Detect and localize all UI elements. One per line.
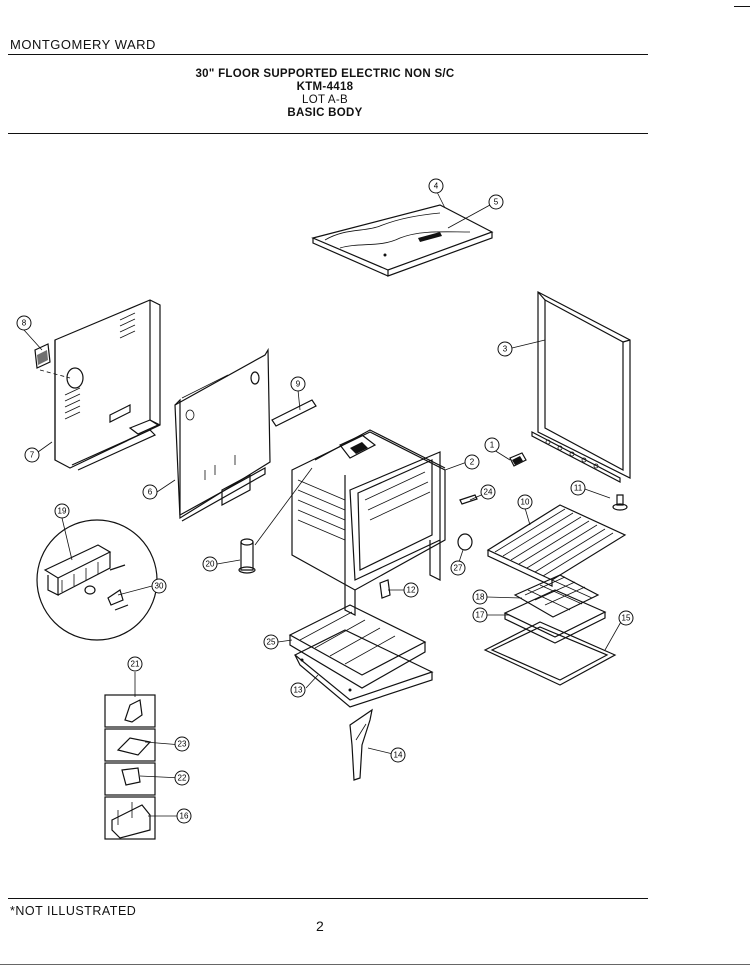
callout-2: 2 (464, 454, 480, 470)
callout-20: 20 (202, 556, 218, 572)
callout-25: 25 (263, 634, 279, 650)
cooktop-top (311, 204, 494, 277)
svg-text:21: 21 (131, 660, 140, 669)
hinge-pin (459, 494, 478, 505)
callout-11: 11 (570, 480, 586, 496)
corner-mark (734, 6, 750, 8)
callout-6: 6 (142, 484, 158, 500)
callout-23: 23 (174, 736, 190, 752)
header-rule-top (8, 54, 648, 56)
callout-7: 7 (24, 447, 40, 463)
model-number: KTM-4418 (296, 81, 354, 93)
callout-27: 27 (450, 560, 466, 576)
svg-text:9: 9 (296, 380, 301, 389)
broiler-grid (513, 574, 600, 618)
diagram-title: 30" FLOOR SUPPORTED ELECTRIC NON S/C (195, 68, 455, 80)
bracket-8 (34, 343, 51, 369)
callout-8: 8 (16, 315, 32, 331)
svg-text:14: 14 (394, 751, 403, 760)
svg-text:11: 11 (574, 484, 583, 493)
svg-text:12: 12 (407, 586, 416, 595)
svg-text:16: 16 (180, 812, 189, 821)
svg-text:23: 23 (178, 740, 187, 749)
knob (457, 533, 473, 551)
header-rule-bottom (8, 133, 648, 135)
callout-13: 13 (290, 682, 306, 698)
callout-19: 19 (54, 503, 70, 519)
svg-text:22: 22 (178, 774, 187, 783)
drawer-base (293, 629, 434, 708)
callout-16: 16 (176, 808, 192, 824)
callout-15: 15 (618, 610, 634, 626)
svg-text:25: 25 (267, 638, 276, 647)
oven-rack (486, 504, 627, 587)
side-panel (531, 291, 631, 483)
drawer-liner (288, 604, 427, 689)
footer-rule (8, 898, 648, 900)
callout-1: 1 (484, 437, 500, 453)
svg-text:13: 13 (294, 686, 303, 695)
callout-18: 18 (472, 589, 488, 605)
svg-text:4: 4 (434, 182, 439, 191)
drip-tray (483, 621, 617, 686)
leveling-leg (612, 494, 628, 511)
footnote: *NOT ILLUSTRATED (10, 904, 137, 918)
svg-text:2: 2 (470, 458, 475, 467)
pin-detail (238, 467, 313, 574)
callout-5: 5 (488, 194, 504, 210)
svg-text:30: 30 (155, 582, 164, 591)
svg-text:3: 3 (503, 345, 508, 354)
svg-text:8: 8 (22, 319, 27, 328)
lot-label: LOT A-B (302, 94, 348, 106)
svg-text:17: 17 (476, 611, 485, 620)
svg-text:1: 1 (490, 441, 495, 450)
oven-body (291, 429, 446, 616)
callout-14: 14 (390, 747, 406, 763)
svg-text:7: 7 (30, 451, 35, 460)
inner-rear-panel (174, 347, 271, 522)
callout-30: 30 (151, 578, 167, 594)
page-number: 2 (316, 918, 324, 934)
bracket-9 (271, 399, 317, 427)
brand-name: MONTGOMERY WARD (10, 37, 156, 52)
callout-12: 12 (403, 582, 419, 598)
callout-24: 24 (480, 484, 496, 500)
drawer-slide (349, 708, 373, 781)
svg-text:10: 10 (521, 498, 530, 507)
section-title: BASIC BODY (287, 107, 363, 119)
svg-text:19: 19 (58, 507, 67, 516)
svg-text:24: 24 (484, 488, 493, 497)
terminal-block (509, 452, 527, 467)
detail-boxes (104, 694, 156, 840)
callout-10: 10 (517, 494, 533, 510)
svg-text:6: 6 (148, 488, 153, 497)
svg-text:18: 18 (476, 593, 485, 602)
callout-9: 9 (290, 376, 306, 392)
callout-17: 17 (472, 607, 488, 623)
svg-text:15: 15 (622, 614, 631, 623)
broiler-pan (503, 589, 607, 644)
callout-4: 4 (428, 178, 444, 194)
callout-21: 21 (127, 656, 143, 672)
callout-22: 22 (174, 770, 190, 786)
svg-text:5: 5 (494, 198, 499, 207)
terminal-block-detail (36, 519, 158, 641)
clip-12 (379, 579, 391, 599)
svg-text:27: 27 (454, 564, 463, 573)
callout-3: 3 (497, 341, 513, 357)
svg-text:20: 20 (206, 560, 215, 569)
rear-panel (39, 299, 161, 471)
bottom-edge-line (0, 964, 750, 965)
